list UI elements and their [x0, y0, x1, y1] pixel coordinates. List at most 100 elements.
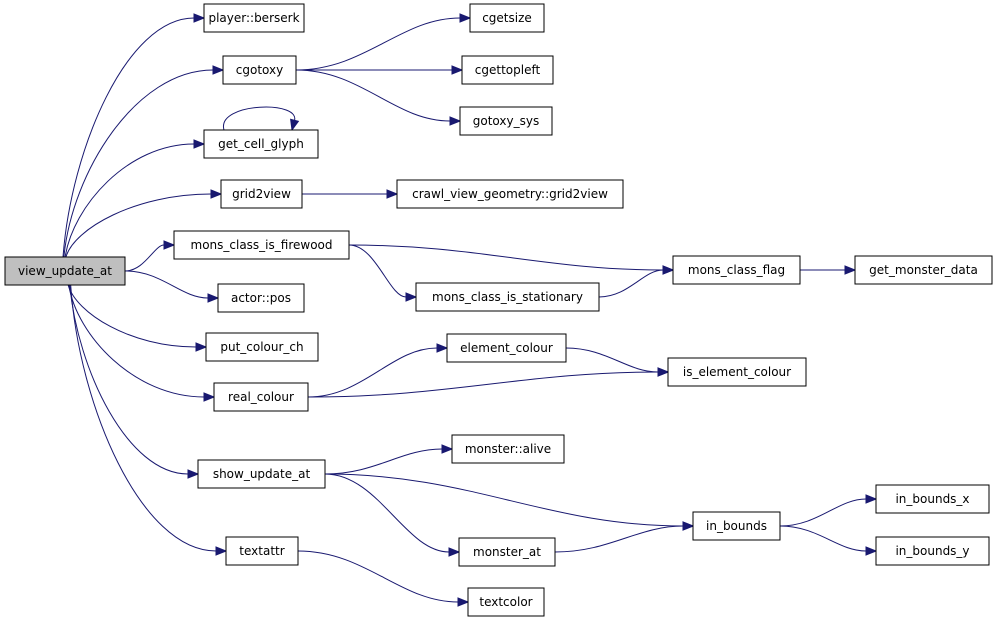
node-cgettopleft[interactable]: cgettopleft: [461, 55, 554, 85]
node-label: put_colour_ch: [220, 340, 303, 354]
node-element-colour[interactable]: element_colour: [446, 333, 567, 363]
edge-cgotoxy-to-cgetsize: [295, 13, 472, 71]
node-label: in_bounds: [706, 519, 767, 533]
node-label: mons_class_flag: [688, 263, 785, 277]
node-box: [205, 332, 319, 362]
node-view-update-at[interactable]: view_update_at: [4, 256, 126, 286]
edge-mons-class-is-firewood-to-mons-class-flag: [348, 244, 675, 275]
node-label: textcolor: [479, 595, 532, 609]
edge-line: [67, 284, 197, 348]
node-monster-at[interactable]: monster_at: [458, 537, 556, 567]
node-textcolor[interactable]: textcolor: [467, 587, 545, 617]
edge-arrowhead: [662, 265, 675, 275]
edge-line: [124, 244, 165, 272]
node-box: [396, 179, 624, 209]
node-cgetsize[interactable]: cgetsize: [469, 3, 545, 33]
edge-arrowhead: [865, 546, 878, 556]
edge-line: [70, 284, 217, 552]
edge-line: [348, 244, 664, 271]
edge-mons-class-flag-to-get-monster-data: [800, 265, 857, 275]
node-get-cell-glyph[interactable]: get_cell_glyph: [203, 129, 319, 159]
edge-line: [324, 473, 450, 553]
node-box: [173, 230, 350, 260]
node-label: actor::pos: [231, 291, 291, 305]
node-box: [225, 536, 299, 566]
node-grid2view[interactable]: grid2view: [220, 179, 303, 209]
node-show-update-at[interactable]: show_update_at: [197, 459, 326, 489]
node-label: gotoxy_sys: [473, 114, 539, 128]
node-box: [203, 129, 319, 159]
node-label: grid2view: [232, 187, 291, 201]
edge-cgotoxy-to-gotoxy-sys: [295, 69, 462, 126]
nodes-layer: view_update_at player::berserkcgotoxyget_…: [4, 3, 993, 617]
edge-arrowhead: [203, 392, 216, 402]
edge-real-colour-to-element-colour: [307, 343, 449, 398]
edge-arrowhead: [207, 293, 220, 303]
node-box: [667, 357, 807, 387]
node-mons-class-is-firewood[interactable]: mons_class_is_firewood: [173, 230, 350, 260]
edge-view-update-at-to-put-colour-ch: [67, 284, 208, 352]
node-box: [197, 459, 326, 489]
node-label: get_monster_data: [869, 263, 978, 277]
node-label: element_colour: [460, 341, 553, 355]
node-real-colour[interactable]: real_colour: [213, 382, 309, 412]
edge-arrowhead: [386, 189, 399, 199]
edge-arrowhead: [451, 65, 464, 75]
node-cgotoxy[interactable]: cgotoxy: [222, 55, 297, 85]
node-box: [467, 587, 545, 617]
edge-arrowhead: [436, 343, 449, 353]
node-label: cgettopleft: [475, 63, 541, 77]
node-label: player::berserk: [208, 11, 299, 25]
edge-arrowhead: [195, 342, 208, 352]
node-in-bounds[interactable]: in_bounds: [692, 511, 781, 541]
node-label: crawl_view_geometry::grid2view: [412, 187, 608, 201]
edge-line: [68, 284, 205, 398]
edge-grid2view-to-crawl-view-geometry-grid2view: [301, 189, 399, 199]
edge-view-update-at-to-show-update-at: [69, 284, 200, 479]
edge-arrowhead: [459, 13, 472, 23]
node-textattr[interactable]: textattr: [225, 536, 299, 566]
edge-view-update-at-to-get-cell-glyph: [64, 139, 206, 258]
node-crawl-view-geometry-grid2view[interactable]: crawl_view_geometry::grid2view: [396, 179, 624, 209]
edge-arrowhead: [210, 189, 223, 199]
node-put-colour-ch[interactable]: put_colour_ch: [205, 332, 319, 362]
node-monster-alive[interactable]: monster::alive: [451, 434, 565, 464]
edge-line: [295, 69, 451, 122]
node-box: [217, 283, 305, 313]
node-get-monster-data[interactable]: get_monster_data: [854, 255, 993, 285]
edge-textattr-to-textcolor: [297, 550, 470, 607]
edge-arrowhead: [193, 13, 206, 23]
node-gotoxy-sys[interactable]: gotoxy_sys: [459, 106, 553, 136]
edge-arrowhead: [212, 65, 225, 75]
node-is-element-colour[interactable]: is_element_colour: [667, 357, 807, 387]
node-box: [222, 55, 297, 85]
node-label: view_update_at: [18, 264, 112, 278]
edge-line: [324, 473, 684, 527]
node-mons-class-is-stationary[interactable]: mons_class_is_stationary: [415, 282, 600, 312]
node-player-berserk[interactable]: player::berserk: [203, 3, 305, 33]
node-in-bounds-y[interactable]: in_bounds_y: [875, 536, 990, 566]
edge-arrowhead: [457, 597, 470, 607]
node-mons-class-flag[interactable]: mons_class_flag: [672, 255, 801, 285]
node-box: [446, 333, 567, 363]
node-box: [459, 106, 553, 136]
edge-line: [779, 498, 867, 527]
edge-line: [64, 143, 195, 258]
edge-line: [307, 347, 438, 398]
node-box: [854, 255, 993, 285]
node-label: in_bounds_x: [895, 492, 969, 506]
edge-view-update-at-to-actor-pos: [124, 270, 220, 303]
edge-arrowhead: [448, 547, 461, 557]
edge-mons-class-is-stationary-to-mons-class-flag: [598, 265, 675, 298]
edge-line: [124, 270, 209, 299]
node-box: [875, 484, 990, 514]
node-box: [451, 434, 565, 464]
node-actor-pos[interactable]: actor::pos: [217, 283, 305, 313]
edge-line: [62, 17, 195, 258]
node-in-bounds-x[interactable]: in_bounds_x: [875, 484, 990, 514]
edge-view-update-at-to-cgotoxy: [63, 65, 225, 258]
edge-view-update-at-to-grid2view: [65, 189, 223, 258]
node-box: [213, 382, 309, 412]
node-box: [220, 179, 303, 209]
node-box: [692, 511, 781, 541]
